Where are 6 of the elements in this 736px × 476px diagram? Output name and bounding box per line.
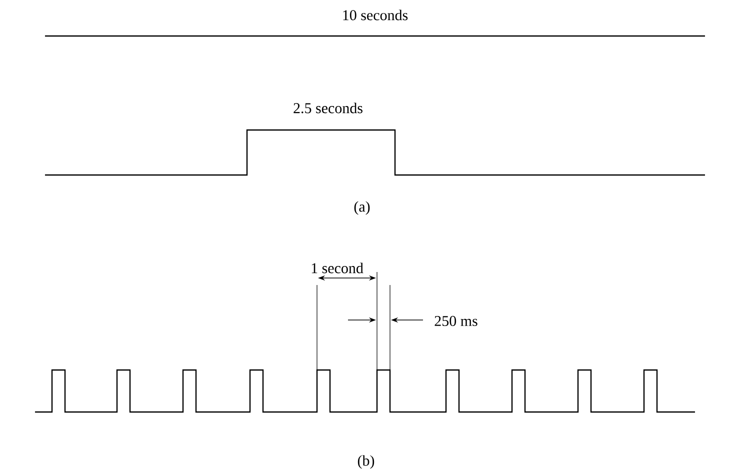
label: 10 seconds (343, 10, 408, 20)
label: 250 ms (434, 316, 478, 326)
label: 1 second (312, 262, 364, 274)
label: (b) (358, 455, 374, 469)
label: (a) (354, 201, 370, 215)
label: 2.5 seconds (294, 102, 362, 114)
